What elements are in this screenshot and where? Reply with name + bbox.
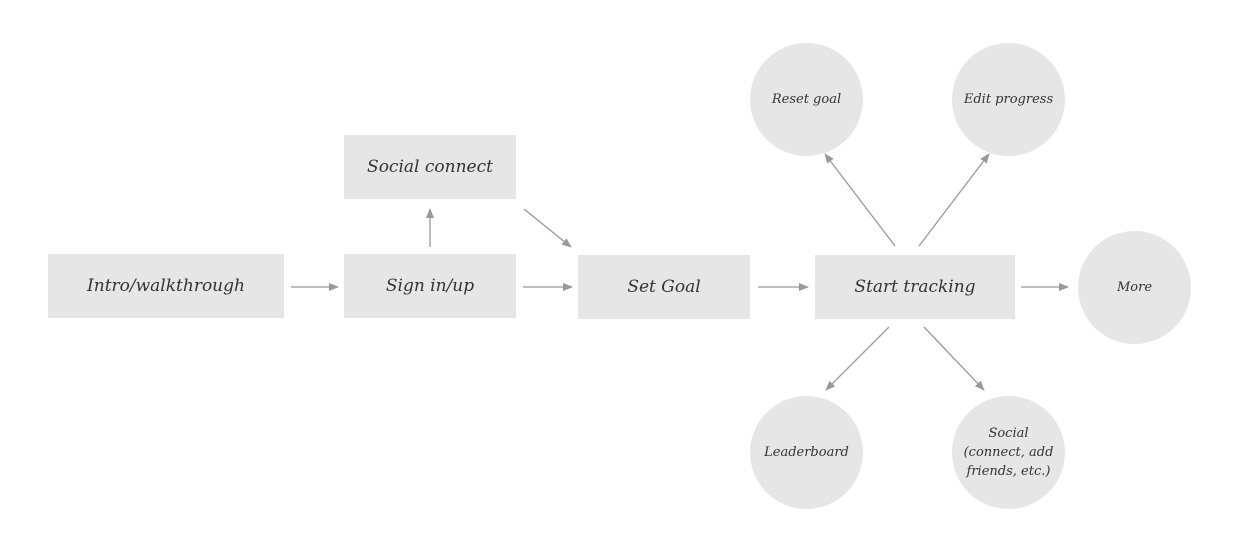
node-label: Edit progress: [963, 92, 1054, 107]
node-label: Set Goal: [627, 277, 701, 297]
node-intro-walkthrough: Intro/walkthrough: [48, 254, 284, 318]
arrow-start-tracking-to-social-friends: [923, 326, 985, 391]
node-leaderboard: Leaderboard: [750, 396, 863, 509]
node-label: Social (connect, add friends, etc.): [963, 426, 1054, 479]
node-label: Social connect: [367, 157, 493, 177]
node-edit-progress: Edit progress: [952, 43, 1065, 156]
node-label: Sign in/up: [385, 276, 475, 296]
node-reset-goal: Reset goal: [750, 43, 863, 156]
node-label: Start tracking: [854, 277, 976, 297]
node-label: More: [1116, 280, 1153, 295]
arrow-start-tracking-to-edit-progress: [918, 153, 990, 247]
node-set-goal: Set Goal: [578, 255, 750, 319]
node-more: More: [1078, 231, 1191, 344]
node-social-friends: Social (connect, add friends, etc.): [952, 396, 1065, 509]
node-label: Intro/walkthrough: [87, 276, 245, 296]
node-social-connect: Social connect: [344, 135, 516, 199]
arrow-start-tracking-to-leaderboard: [825, 326, 890, 391]
arrow-start-tracking-to-reset-goal: [824, 153, 896, 247]
node-sign-in-up: Sign in/up: [344, 254, 516, 318]
node-label: Reset goal: [771, 92, 842, 107]
node-label: Leaderboard: [764, 445, 849, 460]
node-start-tracking: Start tracking: [815, 255, 1015, 319]
arrow-social-connect-to-set-goal: [523, 208, 572, 248]
